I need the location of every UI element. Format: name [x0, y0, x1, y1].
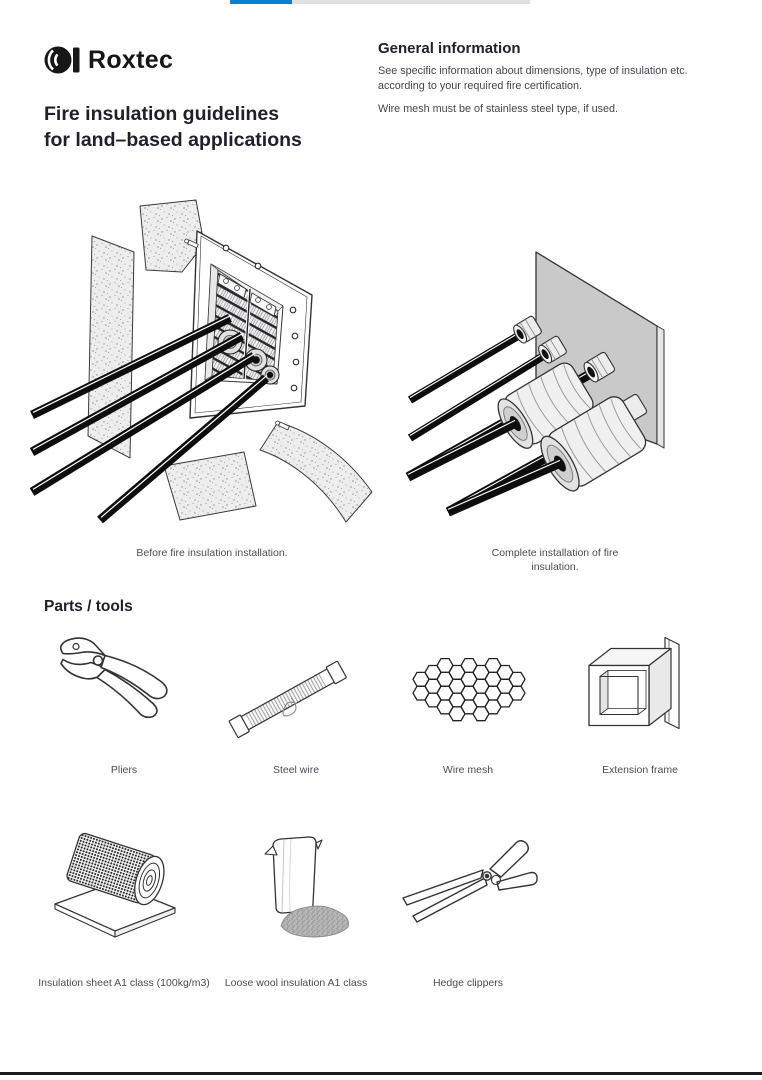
top-accent-bar-gray [292, 0, 530, 4]
before-installation-figure [29, 199, 373, 524]
steel-wire-icon [228, 660, 347, 738]
complete-installation-figure [405, 251, 665, 517]
tool-label: Insulation sheet A1 class (100kg/m3) [38, 977, 210, 989]
parts-tools-heading: Parts / tools [44, 598, 133, 615]
extension-frame-icon [588, 636, 680, 730]
roxtec-logo: Roxtec [44, 44, 173, 76]
tool-item-wire-mesh [382, 630, 554, 748]
top-accent-bar-blue [230, 0, 292, 4]
general-information-paragraph: See specific information about dimension… [378, 65, 688, 93]
tool-label: Loose wool insulation A1 class [224, 977, 368, 989]
hedge-clippers-icon [402, 840, 538, 923]
tool-item-pliers [38, 630, 210, 748]
general-information-section: General information See specific informa… [378, 40, 700, 117]
brand-name: Roxtec [88, 45, 174, 74]
tool-label: Wire mesh [442, 764, 494, 776]
tool-label: Hedge clippers [432, 977, 504, 989]
general-information-paragraph: Wire mesh must be of stainless steel typ… [378, 102, 619, 115]
tool-label: Pliers [110, 764, 138, 776]
page-title: Fire insulation guidelines for land–base… [44, 102, 302, 153]
tool-label: Steel wire [272, 764, 320, 776]
tool-item-loose-wool [210, 812, 382, 962]
bottom-rule [0, 1072, 762, 1075]
roxtec-logo-icon [44, 46, 80, 74]
pliers-icon [59, 637, 168, 719]
page-title-line1: Fire insulation guidelines [44, 103, 280, 125]
general-information-heading: General information [378, 40, 521, 57]
tool-item-insulation-sheet [38, 812, 210, 962]
tool-item-steel-wire [210, 630, 382, 748]
loose-wool-icon [264, 836, 349, 938]
page-title-line2: for land–based applications [44, 128, 302, 151]
figure-caption: Before fire insulation installation. [136, 547, 288, 559]
insulation-sheet-icon [54, 832, 176, 938]
tool-item-hedge-clippers [382, 812, 554, 962]
tool-label: Extension frame [602, 764, 678, 776]
figure-caption: Complete installation of fire insulation… [491, 547, 619, 574]
tool-item-extension-frame [554, 630, 726, 748]
wire-mesh-icon [412, 657, 526, 722]
